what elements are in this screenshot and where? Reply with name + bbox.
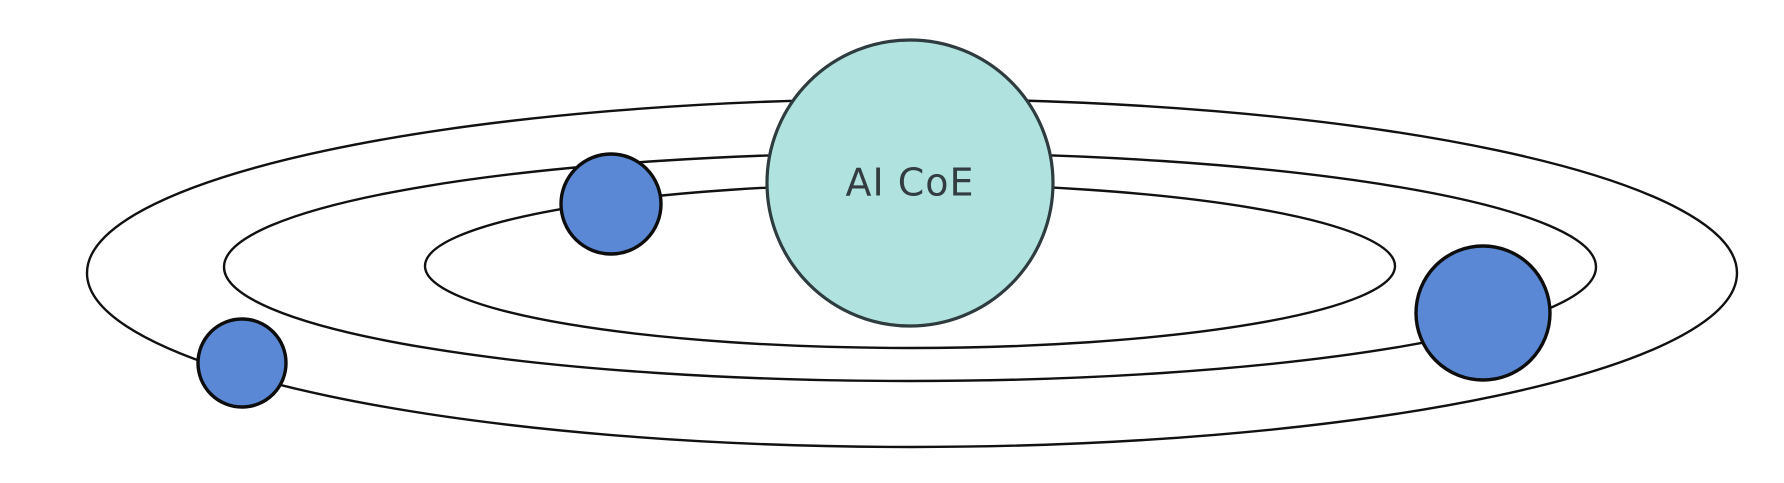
center-label: AI CoE: [845, 161, 974, 205]
planet-inner-orbit: [559, 152, 663, 256]
planet-outer-orbit: [196, 317, 288, 409]
center-node: AI CoE: [765, 38, 1055, 328]
center-circle: [765, 38, 1055, 328]
planet-middle-orbit: [1414, 244, 1552, 382]
